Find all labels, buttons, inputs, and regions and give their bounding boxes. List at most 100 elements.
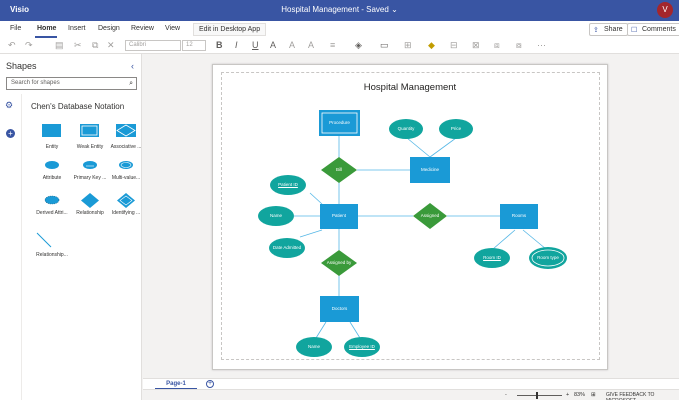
zoom-level[interactable]: 83%	[574, 392, 586, 398]
shape-derived-attribute[interactable]: Derived Attri...	[32, 193, 72, 225]
attribute-date-admitted-label[interactable]: Date Admitted	[272, 245, 302, 250]
attribute-room-type-label[interactable]: Room type	[537, 255, 559, 260]
shape-relationship[interactable]: Relationship	[70, 193, 110, 225]
attribute-room-id-label[interactable]: Room ID	[483, 255, 501, 260]
shape-attribute[interactable]: Attribute	[32, 158, 72, 190]
tab-home[interactable]: Home	[37, 25, 57, 32]
attribute-doctor-name-label[interactable]: Name	[307, 344, 320, 349]
line-icon[interactable]: ▭	[380, 40, 389, 50]
app-name[interactable]: Visio	[10, 5, 29, 14]
align-icon[interactable]: ≡	[330, 40, 336, 50]
shape-relationship-line[interactable]: Relationship...	[32, 230, 72, 262]
entity-rooms-label[interactable]: Rooms	[511, 213, 527, 218]
attribute-price-label[interactable]: Price	[450, 126, 462, 131]
bring-forward-icon[interactable]: ⧈	[494, 40, 500, 50]
entity-patient-label[interactable]: Patient	[331, 213, 346, 218]
comments-button[interactable]: ☐Comments	[627, 23, 679, 36]
connector-doctors-employeeid	[349, 321, 361, 339]
identifying-relationship-shape-icon	[117, 193, 135, 208]
document-title[interactable]: Hospital Management - Saved ⌄	[0, 5, 679, 14]
underline-icon[interactable]: U	[252, 40, 259, 50]
avatar[interactable]: V	[657, 2, 673, 18]
shape-associative[interactable]: Associative ...	[106, 123, 146, 155]
tab-design[interactable]: Design	[98, 25, 120, 32]
zoom-slider[interactable]	[517, 395, 562, 396]
tab-insert[interactable]: Insert	[68, 25, 86, 32]
fill-icon[interactable]: ◈	[355, 40, 362, 50]
relationship-bill	[321, 157, 357, 183]
entity-rooms	[500, 204, 538, 229]
shape-label: Weak Entity	[76, 144, 104, 150]
zoom-slider-thumb[interactable]	[536, 392, 538, 399]
font-family-select[interactable]: Calibri	[125, 40, 181, 51]
add-page-icon[interactable]: +	[206, 380, 214, 388]
search-input[interactable]: Search for shapes⌕	[6, 77, 137, 90]
feedback-link[interactable]: GIVE FEEDBACK TO MICROSOFT	[606, 392, 655, 400]
shape-label: Attribute	[42, 175, 62, 181]
italic-icon[interactable]: I	[235, 40, 238, 50]
shape-label: Associative ...	[110, 144, 142, 150]
group-icon[interactable]: ⊠	[472, 40, 480, 50]
font-size-select[interactable]: 12	[182, 40, 206, 51]
attribute-patient-id-label[interactable]: Patient ID	[278, 182, 298, 187]
shapes-icon[interactable]: ◆	[428, 40, 435, 50]
relationship-assigned-by-label[interactable]: Assigned by	[326, 260, 352, 265]
status-bar: - + 83% ⊞ GIVE FEEDBACK TO MICROSOFT	[143, 389, 679, 400]
attribute-patient-name-label[interactable]: Name	[269, 213, 282, 218]
relationship-assigned-label[interactable]: Assigned	[420, 213, 440, 218]
copy-icon[interactable]: ⧉	[92, 40, 99, 50]
font-color-icon[interactable]: A	[270, 40, 277, 50]
chevron-down-icon[interactable]: ⌄	[391, 5, 398, 14]
bold-icon[interactable]: B	[216, 40, 223, 50]
stencil-title: Chen's Database Notation	[31, 102, 125, 111]
relationship-bill-label[interactable]: Bill	[335, 167, 342, 172]
tab-review[interactable]: Review	[131, 25, 154, 32]
entity-procedure-inner-border	[321, 112, 358, 134]
arrange-icon[interactable]: ⊞	[404, 40, 412, 50]
shape-primary-key[interactable]: Primary Key ...	[70, 158, 110, 190]
tab-file[interactable]: File	[10, 25, 22, 32]
multi-value-shape-icon	[119, 161, 133, 169]
zoom-in-button[interactable]: +	[566, 392, 570, 398]
entity-procedure-label[interactable]: Procedure	[329, 120, 350, 125]
relationship-line-shape-icon	[36, 232, 52, 248]
associative-shape-icon	[116, 124, 136, 137]
attribute-quantity-label[interactable]: Quantity	[397, 126, 415, 131]
attribute-employee-id-label[interactable]: Employee ID	[349, 344, 375, 349]
grow-font-icon[interactable]: A	[289, 40, 296, 50]
connector-lines	[294, 136, 547, 339]
shape-multi-value[interactable]: Multi-value...	[106, 158, 146, 190]
shape-entity[interactable]: Entity	[32, 123, 72, 155]
stencil-icon[interactable]: ⚙	[5, 100, 14, 110]
delete-icon[interactable]: ✕	[107, 40, 115, 50]
search-icon[interactable]: ⌕	[129, 80, 133, 87]
weak-entity-shape-icon	[80, 124, 99, 137]
collapse-icon[interactable]: ‹	[131, 61, 134, 71]
attribute-employee-id	[344, 337, 380, 357]
shrink-font-icon[interactable]: A	[308, 40, 315, 50]
shape-weak-entity[interactable]: Weak Entity	[70, 123, 110, 155]
undo-icon[interactable]: ↶	[8, 40, 16, 50]
edit-in-desktop-button[interactable]: Edit in Desktop App	[193, 23, 267, 36]
fit-to-window-icon[interactable]: ⊞	[591, 392, 596, 398]
send-backward-icon[interactable]: ⧇	[516, 40, 522, 50]
zoom-out-button[interactable]: -	[505, 392, 507, 398]
tab-view[interactable]: View	[165, 25, 181, 32]
position-icon[interactable]: ⊟	[450, 40, 458, 50]
more-options-icon[interactable]: ⋯	[537, 40, 546, 50]
entity-patient	[320, 204, 358, 229]
paste-icon[interactable]: ▤	[55, 40, 64, 50]
entity-procedure	[319, 110, 360, 136]
entity-doctors-label[interactable]: Doctors	[331, 306, 348, 311]
shape-identifying-relationship[interactable]: Identifying ...	[106, 193, 146, 225]
entity-medicine-label[interactable]: Medicine	[420, 167, 439, 172]
entity-shape-icon	[42, 124, 61, 137]
add-stencil-icon[interactable]: +	[6, 129, 15, 138]
redo-icon[interactable]: ↷	[25, 40, 33, 50]
comments-label: Comments	[642, 26, 676, 33]
share-button[interactable]: ⇪Share	[589, 23, 628, 36]
attribute-patient-id	[270, 175, 306, 195]
cut-icon[interactable]: ✂	[74, 40, 82, 50]
diagram-title[interactable]: Hospital Management	[363, 82, 457, 93]
document-title-text[interactable]: Hospital Management - Saved	[281, 5, 389, 14]
